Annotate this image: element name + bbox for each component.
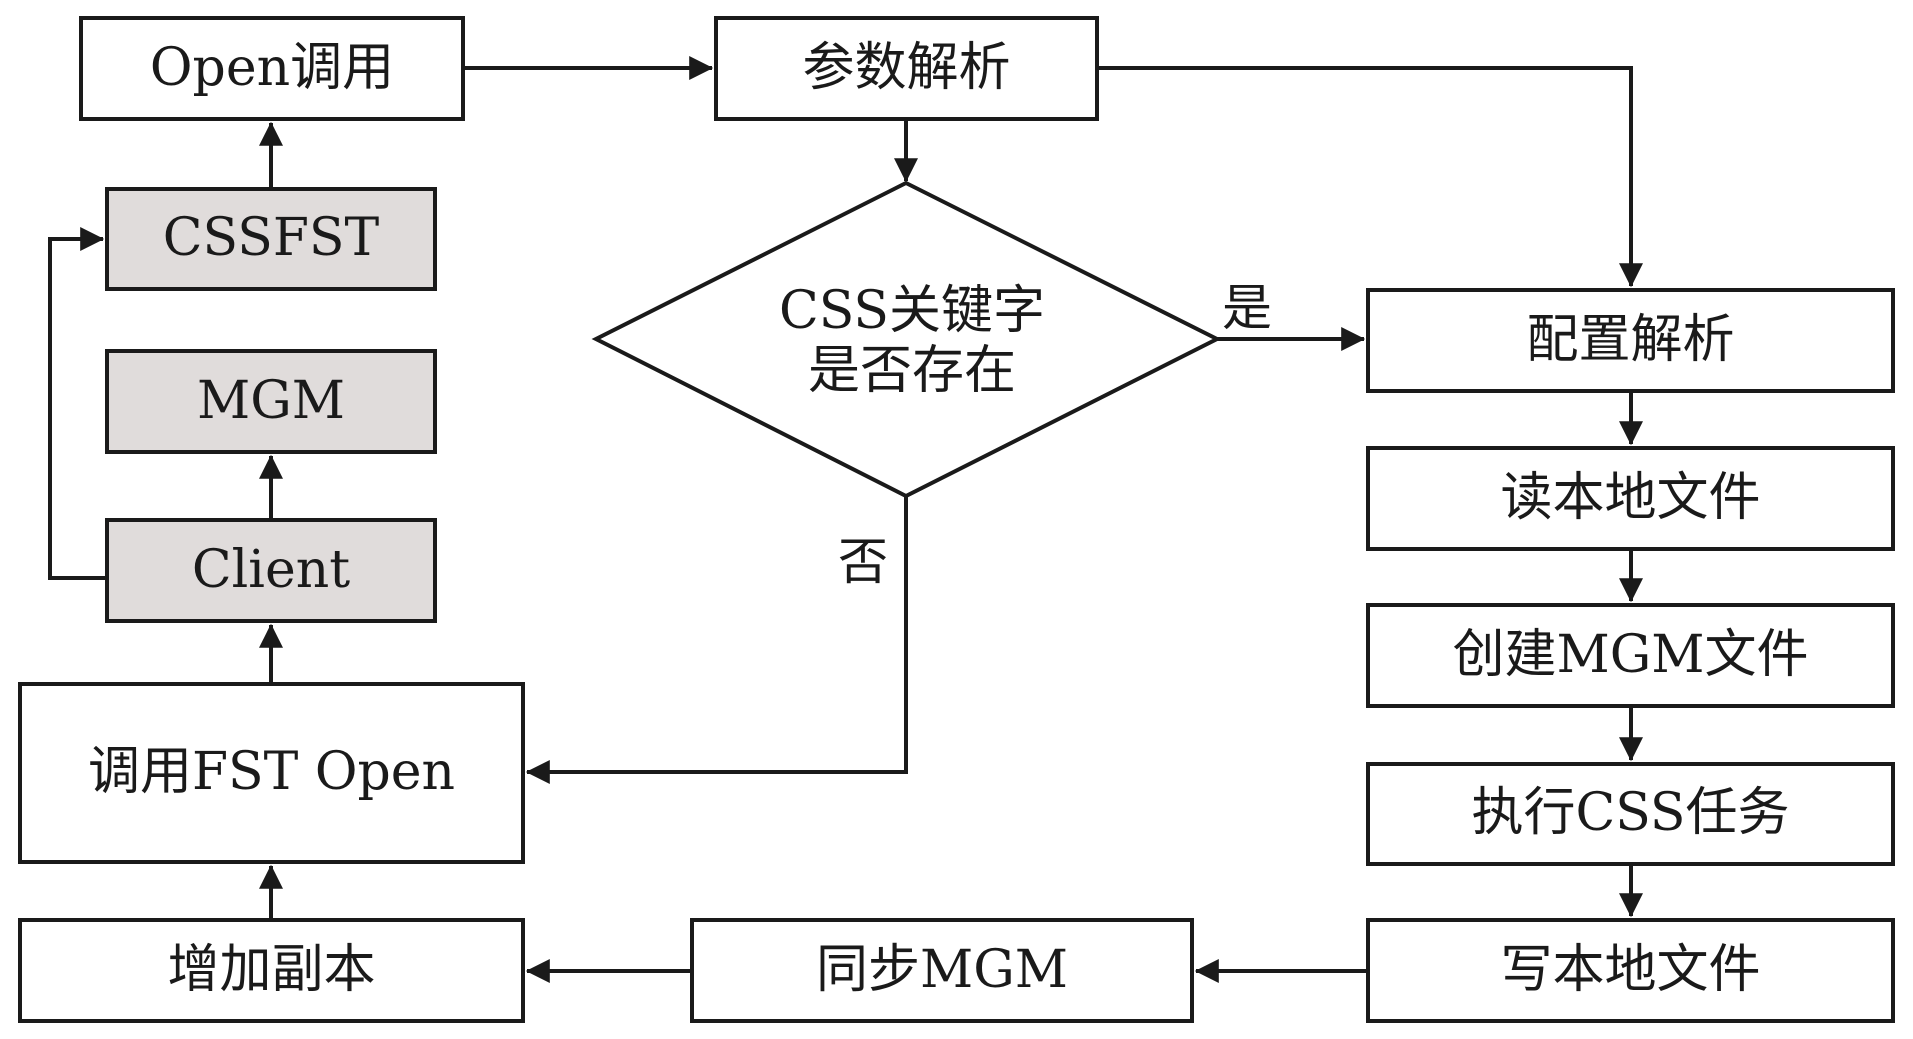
node-create-mgm-file-label: 创建MGM文件: [1452, 624, 1809, 685]
node-client: Client: [105, 518, 437, 623]
edge-decision-no: [525, 496, 908, 784]
node-config-parse-label: 配置解析: [1526, 309, 1735, 370]
node-param-parse: 参数解析: [714, 16, 1099, 121]
edge-param-to-config: [1099, 66, 1643, 288]
branch-label-no: 否: [838, 533, 888, 591]
edge-client-to-cssfst: [48, 227, 105, 580]
node-mgm: MGM: [105, 349, 437, 454]
branch-label-yes: 是: [1222, 279, 1272, 337]
node-exec-css-label: 执行CSS任务: [1471, 783, 1790, 844]
decision-label-line2: 是否存在: [807, 341, 1016, 401]
node-add-replica: 增加副本: [18, 918, 525, 1023]
node-write-local: 写本地文件: [1366, 918, 1895, 1023]
decision-diamond: [591, 180, 1222, 499]
node-mgm-label: MGM: [196, 370, 346, 431]
node-exec-css: 执行CSS任务: [1366, 762, 1895, 866]
node-client-label: Client: [191, 539, 351, 600]
node-add-replica-label: 增加副本: [167, 939, 376, 1000]
node-cssfst: CSSFST: [105, 187, 437, 291]
node-sync-mgm: 同步MGM: [690, 918, 1194, 1023]
node-open-call: Open调用: [79, 16, 465, 121]
node-write-local-label: 写本地文件: [1500, 939, 1761, 1000]
node-config-parse: 配置解析: [1366, 288, 1895, 393]
node-fst-open-label: 调用FST Open: [87, 742, 456, 803]
node-param-parse-label: 参数解析: [802, 37, 1011, 98]
node-open-call-label: Open调用: [149, 37, 395, 98]
node-cssfst-label: CSSFST: [162, 208, 380, 269]
node-fst-open: 调用FST Open: [18, 682, 525, 864]
node-sync-mgm-label: 同步MGM: [815, 939, 1069, 1000]
decision-label-line1: CSS关键字: [778, 281, 1046, 342]
node-read-local-label: 读本地文件: [1500, 467, 1761, 528]
node-read-local: 读本地文件: [1366, 446, 1895, 551]
decision-label: CSS关键字 是否存在: [778, 281, 1046, 402]
node-create-mgm-file: 创建MGM文件: [1366, 603, 1895, 708]
